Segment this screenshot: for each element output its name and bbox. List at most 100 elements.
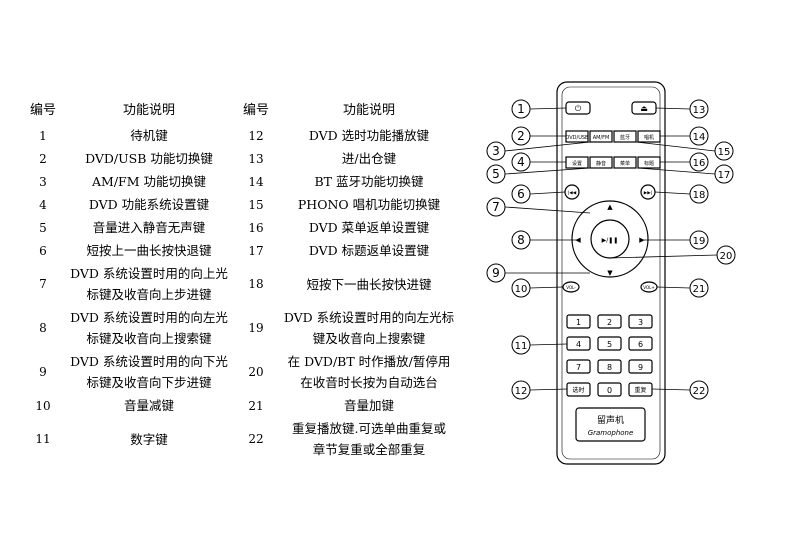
callout-circle bbox=[511, 152, 531, 172]
callout-leader-line bbox=[504, 206, 591, 214]
bt-label: 蓝牙 bbox=[620, 134, 630, 141]
digit-7-button[interactable] bbox=[566, 359, 591, 374]
row-number-left: 9 bbox=[39, 364, 47, 379]
row-description-right-line: 键及收音向上搜索键 bbox=[312, 331, 426, 346]
menu-button[interactable] bbox=[613, 156, 637, 169]
digit-1-label: 1 bbox=[576, 318, 581, 327]
callout-leader-line bbox=[654, 191, 691, 195]
callout-circle bbox=[486, 197, 506, 217]
row-number-right: 22 bbox=[248, 431, 264, 446]
digit-3-label: 3 bbox=[638, 318, 643, 327]
callout-circle bbox=[511, 380, 531, 400]
callout-leader-line bbox=[504, 167, 591, 175]
title-button[interactable] bbox=[637, 156, 661, 169]
row-description-right: 进/出仓键 bbox=[341, 150, 397, 166]
callout-number: 13 bbox=[693, 105, 706, 116]
brand-english: Gramophone bbox=[588, 429, 634, 437]
row-description-right: DVD 菜单返单设置键 bbox=[308, 219, 430, 235]
digit-9-label: 9 bbox=[638, 363, 643, 372]
row-description-left: DVD 功能系统设置键 bbox=[88, 196, 210, 212]
callout-number: 22 bbox=[693, 386, 706, 397]
row-description-left: DVD 系统设置时用的向下光标键及收音向下步进键 bbox=[66, 350, 232, 394]
row-description-right: DVD 选时功能播放键 bbox=[308, 127, 430, 143]
prev-icon: |◀◀ bbox=[568, 190, 577, 196]
row-description-left-line: DVD 系统设置时用的向左光 bbox=[70, 310, 228, 325]
callout-circle bbox=[689, 152, 709, 172]
table-row: 9 DVD 系统设置时用的向下光标键及收音向下步进键 20 在 DVD/BT 时作播放… bbox=[20, 350, 458, 394]
digit-4-label: 4 bbox=[576, 340, 581, 349]
dpad-ring[interactable] bbox=[571, 200, 649, 278]
row-description-right: 在 DVD/BT 时作播放/暂停用在收音时长按为自动选台 bbox=[280, 350, 458, 394]
callout-number: 18 bbox=[693, 190, 706, 201]
row-number-left: 8 bbox=[39, 320, 47, 335]
callout-leader-line bbox=[529, 388, 568, 391]
row-description-right-line: 在 DVD/BT 时作播放/暂停用 bbox=[287, 354, 451, 369]
row-number-right: 16 bbox=[248, 220, 264, 235]
row-description-left: DVD 系统设置时用的向上光标键及收音向上步进键 bbox=[66, 262, 232, 306]
callout-circle bbox=[511, 99, 531, 119]
callout-leader-line bbox=[529, 286, 564, 289]
am-fm-button[interactable] bbox=[589, 130, 613, 143]
bt-button[interactable] bbox=[613, 130, 637, 143]
vol-up-label: VOL+ bbox=[643, 285, 654, 290]
row-number-left: 4 bbox=[39, 197, 47, 212]
header-desc-left: 功能说明 bbox=[122, 103, 175, 118]
callout-number: 2 bbox=[517, 129, 525, 143]
callout-number: 12 bbox=[515, 386, 528, 397]
digit-1-button[interactable] bbox=[566, 314, 591, 329]
callout-circle bbox=[689, 184, 709, 204]
setup-button[interactable] bbox=[565, 156, 589, 169]
row-number-right: 18 bbox=[248, 276, 264, 291]
digit-8-button[interactable] bbox=[597, 359, 622, 374]
table-header: 编号功能说明编号功能说明 bbox=[20, 98, 458, 124]
dvd-usb-button[interactable] bbox=[565, 130, 589, 143]
mute-button[interactable] bbox=[589, 156, 613, 169]
row-description-right: DVD 标题返单设置键 bbox=[308, 242, 430, 258]
vol-down-label: VOL- bbox=[566, 285, 576, 290]
callout-circle bbox=[689, 380, 709, 400]
phono-button[interactable] bbox=[637, 130, 661, 143]
callout-circle bbox=[486, 263, 506, 283]
digit-0-label: 0 bbox=[607, 386, 612, 395]
time-button[interactable] bbox=[566, 382, 591, 397]
callout-leader-line bbox=[609, 254, 718, 259]
repeat-label: 重复 bbox=[634, 386, 646, 394]
digit-2-label: 2 bbox=[607, 318, 612, 327]
repeat-button[interactable] bbox=[628, 382, 653, 397]
callout-number: 20 bbox=[720, 251, 733, 262]
callout-number: 6 bbox=[517, 187, 525, 201]
row-number-right: 20 bbox=[248, 364, 264, 379]
power-icon: ⏻ bbox=[575, 104, 582, 113]
digit-6-button[interactable] bbox=[628, 336, 653, 351]
mute-label: 静音 bbox=[596, 160, 606, 167]
digit-4-button[interactable] bbox=[566, 336, 591, 351]
row-description-right: DVD 系统设置时用的向左光标键及收音向上搜索键 bbox=[280, 306, 458, 350]
callout-number: 1 bbox=[517, 102, 525, 116]
digit-9-button[interactable] bbox=[628, 359, 653, 374]
digit-3-button[interactable] bbox=[628, 314, 653, 329]
digit-5-button[interactable] bbox=[597, 336, 622, 351]
callout-circle bbox=[511, 184, 531, 204]
row-number-right: 15 bbox=[248, 197, 264, 212]
row-description-left: AM/FM 功能切换键 bbox=[92, 173, 206, 189]
digit-0-button[interactable] bbox=[597, 382, 622, 397]
header-num-right: 编号 bbox=[242, 103, 269, 118]
callout-leader-line bbox=[655, 107, 691, 110]
digit-7-label: 7 bbox=[576, 363, 581, 372]
row-number-right: 13 bbox=[248, 151, 264, 166]
row-description-right-line: DVD 系统设置时用的向左光标 bbox=[283, 310, 455, 325]
digit-2-button[interactable] bbox=[597, 314, 622, 329]
callout-number: 3 bbox=[492, 144, 500, 158]
row-number-right: 12 bbox=[248, 128, 264, 143]
phono-label: 唱机 bbox=[644, 134, 654, 141]
digit-6-label: 6 bbox=[638, 340, 643, 349]
left-arrow-icon: ◀ bbox=[575, 236, 581, 244]
callout-circle bbox=[689, 126, 709, 146]
callout-number: 15 bbox=[718, 147, 731, 158]
callout-leader-line bbox=[529, 107, 567, 110]
callout-leader-line bbox=[656, 286, 691, 289]
digit-8-label: 8 bbox=[607, 363, 612, 372]
